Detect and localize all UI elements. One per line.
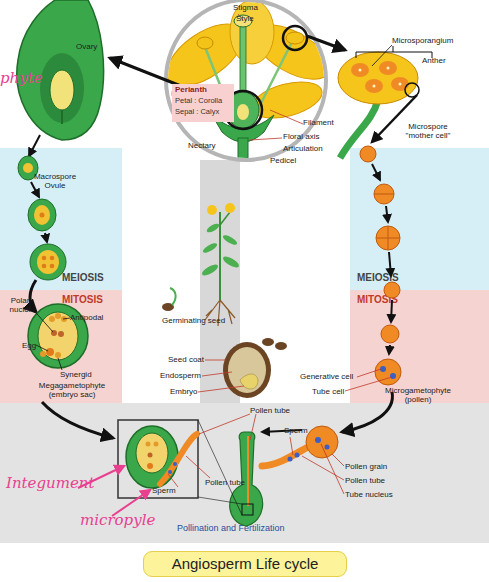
meiosis-band: MEIOSIS xyxy=(350,148,489,290)
caption: Angiosperm Life cycle xyxy=(143,551,347,577)
part-label: Seed coat xyxy=(168,355,204,364)
node-text: Sepal : Calyx xyxy=(175,108,219,116)
node-text: MEIOSIS xyxy=(62,272,104,283)
part-label: Tube cell xyxy=(312,387,344,396)
node-text: Petal : Corolla xyxy=(175,97,222,105)
part-label: Endosperm xyxy=(160,371,201,380)
part-label: Microspore "mother cell" xyxy=(398,122,458,140)
node-text: Pollination and Fertilization xyxy=(177,524,285,534)
node-text: MITOSIS xyxy=(62,294,103,305)
node-text: Perianth xyxy=(175,86,207,95)
part-label: Anther xyxy=(422,56,446,65)
part-label: Embryo xyxy=(170,387,198,396)
node-text: MEIOSIS xyxy=(357,272,399,283)
mitosis-band: MITOSIS xyxy=(350,290,489,403)
perianth-box: PerianthPetal : CorollaSepal : Calyx xyxy=(172,84,234,122)
part-label: Microsporangium xyxy=(392,36,453,45)
part-label: Generative cell xyxy=(300,372,353,381)
part-label: Pedicel xyxy=(270,156,296,165)
